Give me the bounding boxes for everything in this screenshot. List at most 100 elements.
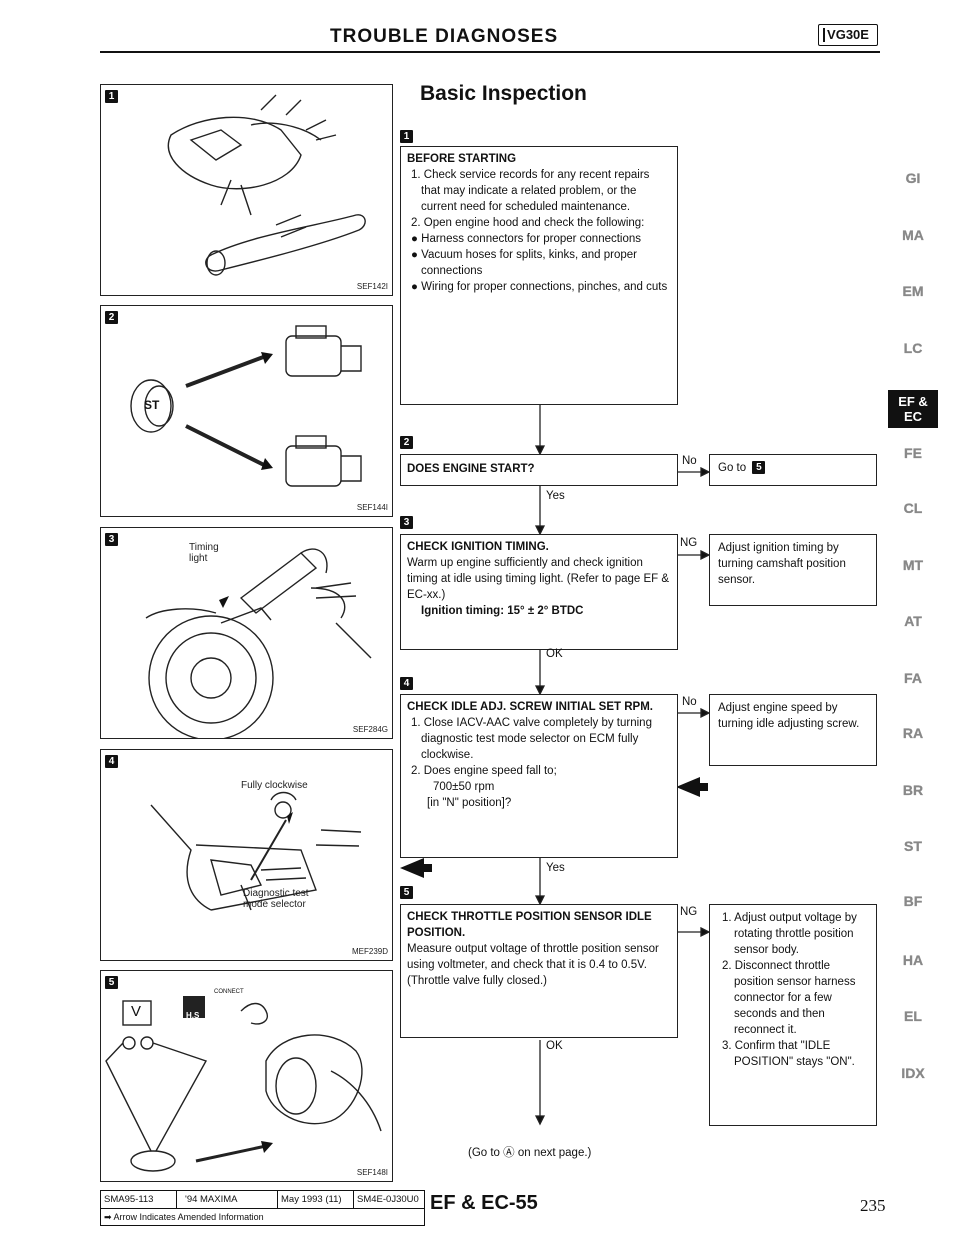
- step-4-item: 2. Does engine speed fall to;: [411, 765, 557, 777]
- step-5-ng-action: 1. Adjust output voltage by rotating thr…: [709, 904, 877, 1126]
- step-5-heading: CHECK THROTTLE POSITION SENSOR IDLE POSI…: [407, 911, 652, 939]
- step-4-spec-position: [in "N" position]?: [427, 797, 512, 809]
- step-3-badge: 3: [400, 516, 413, 529]
- panel-2-ref: SEF144I: [356, 503, 388, 512]
- step-3-heading: CHECK IGNITION TIMING.: [407, 541, 549, 553]
- section-tab-ha: HA: [902, 952, 924, 968]
- section-tab-el: EL: [904, 1008, 922, 1024]
- step-3-spec: Ignition timing: 15° ± 2° BTDC: [421, 605, 584, 617]
- step-1-badge: 1: [400, 130, 413, 143]
- timing-light-label: Timing light: [189, 542, 219, 564]
- panel-4-badge: 4: [105, 755, 118, 768]
- step-4-spec-rpm: 700±50 rpm: [433, 781, 495, 793]
- step-4-item: 1. Close IACV-AAC valve completely by tu…: [411, 717, 652, 761]
- step-1-item: ● Harness connectors for proper connecti…: [411, 233, 642, 245]
- step-1-box: BEFORE STARTING 1. Check service records…: [400, 146, 678, 405]
- illustration-panel-5: CONNECT H.S V 5 SEF148I: [100, 970, 393, 1182]
- step-5-body: Measure output voltage of throttle posit…: [407, 943, 659, 987]
- step-5-badge: 5: [400, 886, 413, 899]
- footer-note: ➡ Arrow Indicates Amended Information: [104, 1212, 264, 1222]
- step-2-badge: 2: [400, 436, 413, 449]
- illustration-panel-2: ST 2 SEF144I: [100, 305, 393, 517]
- footer-manual-code: SM4E-0J30U0: [357, 1194, 419, 1205]
- panel-1-ref: SEF142I: [356, 282, 388, 291]
- section-tab-ra: RA: [902, 725, 924, 741]
- step-5-box: CHECK THROTTLE POSITION SENSOR IDLE POSI…: [400, 904, 678, 1038]
- section-tab-mt: MT: [902, 557, 924, 573]
- step-4-no-label: No: [682, 696, 697, 708]
- timing-light-illustration: [145, 548, 372, 738]
- panel-3-ref: SEF284G: [352, 725, 388, 734]
- illustration-panel-4: Fully clockwise Diagnostic test mode sel…: [100, 749, 393, 961]
- step-3-body: Warm up engine sufficiently and check ig…: [407, 557, 670, 601]
- section-tab-bf: BF: [903, 893, 923, 909]
- step-4-no-action: Adjust engine speed by turning idle adju…: [709, 694, 877, 766]
- engine-code-badge: VG30E: [818, 24, 878, 46]
- voltmeter-tps-illustration: [105, 996, 382, 1172]
- page-code: EF & EC-55: [430, 1192, 538, 1214]
- step-2-no-label: No: [682, 455, 697, 467]
- section-tab-lc: LC: [903, 340, 923, 356]
- hs-label: H.S: [186, 1011, 200, 1020]
- ignition-st-text: ST: [144, 398, 160, 412]
- step-5-ng-item: 3. Confirm that "IDLE POSITION" stays "O…: [722, 1040, 855, 1068]
- step-4-badge: 4: [400, 677, 413, 690]
- step-4-yes-label: Yes: [546, 862, 565, 874]
- footer-info-box: SMA95-113 '94 MAXIMA May 1993 (11) SM4E-…: [100, 1190, 425, 1226]
- step-5-ok-label: OK: [546, 1040, 563, 1052]
- diagnostic-selector-label: Diagnostic test mode selector: [243, 888, 309, 910]
- step-1-item: ● Wiring for proper connections, pinches…: [411, 281, 668, 293]
- step-2-no-action-text: Go to: [718, 462, 747, 474]
- step-5-ng-item: 2. Disconnect throttle position sensor h…: [722, 960, 856, 1036]
- panel-4-ref: MEF239D: [351, 947, 388, 956]
- step-2-heading: DOES ENGINE START?: [407, 463, 535, 475]
- panel-3-badge: 3: [105, 533, 118, 546]
- ecm-selector-illustration: [150, 791, 362, 911]
- section-tab-gi: GI: [905, 170, 921, 186]
- panel-2-badge: 2: [105, 311, 118, 324]
- step-3-box: CHECK IGNITION TIMING. Warm up engine su…: [400, 534, 678, 650]
- section-tab-st: ST: [904, 838, 922, 854]
- step-5-ng-item: 1. Adjust output voltage by rotating thr…: [722, 912, 857, 956]
- step-1-item: 2. Open engine hood and check the follow…: [411, 217, 645, 229]
- hose-connector-illustration: [167, 94, 366, 276]
- step-3-ng-action: Adjust ignition timing by turning camsha…: [709, 534, 877, 606]
- step-2-box: DOES ENGINE START?: [400, 454, 678, 486]
- footer-doc-id: SMA95-113: [101, 1191, 177, 1208]
- ignition-key-illustration: [130, 325, 362, 487]
- step-4-heading: CHECK IDLE ADJ. SCREW INITIAL SET RPM.: [407, 701, 653, 713]
- step-3-ng-label: NG: [680, 537, 698, 549]
- section-title: Basic Inspection: [420, 82, 587, 105]
- section-tab-cl: CL: [903, 500, 923, 516]
- panel-5-badge: 5: [105, 976, 118, 989]
- step-5-ng-label: NG: [680, 906, 698, 918]
- illustration-panel-1: 1 SEF142I: [100, 84, 393, 296]
- section-tab-fe: FE: [904, 445, 922, 461]
- footer-model: '94 MAXIMA: [177, 1191, 278, 1208]
- connect-label: CONNECT: [214, 989, 244, 995]
- footer-date: May 1993 (11): [278, 1191, 354, 1208]
- section-tab-br: BR: [902, 782, 924, 798]
- section-tab-ma: MA: [902, 227, 924, 243]
- section-tab-fa: FA: [904, 670, 922, 686]
- step-2-no-action: Go to 5: [709, 454, 877, 486]
- page-number: 235: [860, 1196, 886, 1215]
- panel-1-badge: 1: [105, 90, 118, 103]
- voltmeter-v-label: V: [131, 1003, 142, 1020]
- step-3-ok-label: OK: [546, 648, 563, 660]
- goto-step-5-badge: 5: [752, 461, 766, 475]
- step-1-item: ● Vacuum hoses for splits, kinks, and pr…: [411, 249, 637, 277]
- step-4-box: CHECK IDLE ADJ. SCREW INITIAL SET RPM. 1…: [400, 694, 678, 858]
- next-page-note: (Go to Ⓐ on next page.): [468, 1147, 592, 1159]
- fully-clockwise-label: Fully clockwise: [241, 780, 308, 791]
- section-tab-em: EM: [902, 283, 924, 299]
- section-tab-at: AT: [904, 613, 922, 629]
- step-1-item: 1. Check service records for any recent …: [411, 169, 650, 213]
- step-2-yes-label: Yes: [546, 490, 565, 502]
- step-1-heading: BEFORE STARTING: [407, 153, 517, 165]
- panel-5-ref: SEF148I: [356, 1168, 388, 1177]
- header-rule: [100, 51, 880, 53]
- section-tab-ef-ec: EF & EC: [888, 390, 938, 428]
- page-title: TROUBLE DIAGNOSES: [330, 26, 559, 47]
